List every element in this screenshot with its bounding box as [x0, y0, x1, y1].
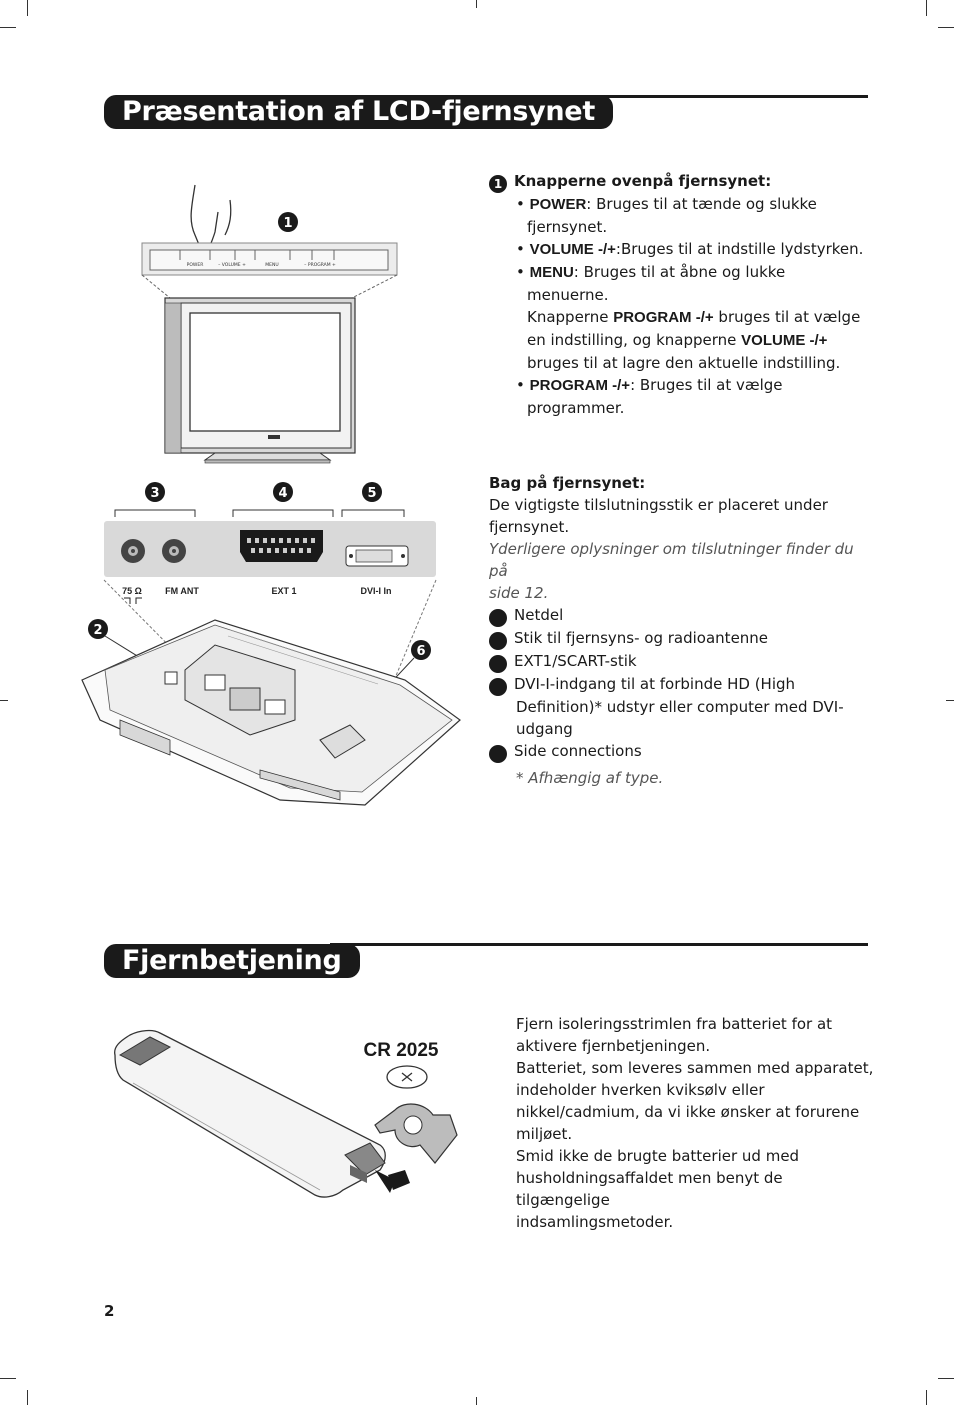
footnote: * Afhængig af type.: [516, 769, 664, 787]
back-heading: Bag på fjernsynet:: [489, 474, 646, 492]
section-title: Fjernbetjening: [104, 944, 360, 978]
svg-text:FM ANT: FM ANT: [165, 586, 199, 596]
list-item-cont: Definition)* udstyr eller computer med D…: [516, 698, 844, 716]
bullet-power: • POWER: Bruges til at tænde og slukke: [516, 195, 817, 213]
callout-6: [411, 640, 431, 660]
back-note: Yderligere oplysninger om tilslutninger …: [489, 540, 854, 580]
bullet-program: • PROGRAM -/+: Bruges til at vælge: [516, 376, 783, 394]
svg-text:6: 6: [416, 644, 425, 659]
tv-illustration: 1 POWER – VOLUME + MENU – PROGRAM + 3 4 …: [81, 184, 461, 806]
section-title: Præsentation af LCD-fjernsynet: [104, 95, 613, 129]
paragraph-line: nikkel/cadmium, da vi ikke ønsker at for…: [516, 1103, 860, 1121]
crop-mark: [476, 1397, 477, 1405]
remote-illustration: CR 2025: [114, 1029, 458, 1198]
crop-mark: [926, 1390, 927, 1405]
callout-3: [145, 482, 165, 502]
bullet-menu-cont-b: en indstilling, og knapperne VOLUME -/+: [527, 331, 828, 349]
bullet-volume: • VOLUME -/+:Bruges til at indstille lyd…: [516, 240, 864, 258]
svg-text:5: 5: [367, 486, 376, 501]
callout-1: [278, 212, 298, 232]
paragraph-line: husholdningsaffaldet men benyt de tilgæn…: [516, 1169, 783, 1209]
svg-text:75 Ω: 75 Ω: [122, 586, 142, 596]
crop-mark: [0, 700, 8, 701]
section-rule: [330, 943, 868, 946]
paragraph-line: miljøet.: [516, 1125, 573, 1143]
paragraph-line: indsamlingsmetoder.: [516, 1213, 674, 1231]
paragraph-line: Batteriet, som leveres sammen med appara…: [516, 1059, 874, 1077]
svg-text:2: 2: [93, 623, 102, 638]
bullet-power-cont: fjernsynet.: [527, 218, 608, 236]
back-intro: fjernsynet.: [489, 518, 570, 536]
svg-text:MENU: MENU: [265, 262, 278, 268]
list-item-cont: udgang: [516, 720, 573, 738]
bullet-menu-cont-a: Knapperne PROGRAM -/+ bruges til at vælg…: [527, 308, 861, 326]
callout-4: [273, 482, 293, 502]
crop-mark: [27, 1390, 28, 1405]
paragraph-line: aktivere fjernbetjeningen.: [516, 1037, 711, 1055]
battery-paragraph: Fjern isoleringsstrimlen fra batteriet f…: [516, 1013, 876, 1233]
svg-text:– PROGRAM +: – PROGRAM +: [304, 262, 336, 268]
callout-2: [88, 619, 108, 639]
bullet-menu-cont-c: bruges til at lagre den aktuelle indstil…: [527, 354, 841, 372]
paragraph-line: Fjern isoleringsstrimlen fra batteriet f…: [516, 1015, 833, 1033]
bullet-menu: • MENU: Bruges til at åbne og lukke menu…: [516, 263, 786, 304]
paragraph-line: indeholder hverken kviksølv eller: [516, 1081, 765, 1099]
back-intro: De vigtigste tilslutningsstik er placere…: [489, 496, 828, 514]
crop-mark: [926, 0, 927, 16]
callout-5: [362, 482, 382, 502]
svg-text:POWER: POWER: [187, 262, 204, 268]
bullet-program-cont: programmer.: [527, 399, 625, 417]
svg-text:3: 3: [150, 486, 159, 501]
paragraph-line: Smid ikke de brugte batterier ud med: [516, 1147, 800, 1165]
battery-label: CR 2025: [364, 1040, 439, 1061]
scart-connector: [240, 530, 323, 562]
remote-body: [114, 1029, 386, 1198]
crop-mark: [476, 0, 477, 8]
crop-mark: [938, 1378, 954, 1379]
page-number: 2: [104, 1302, 115, 1320]
item-number: 1: [489, 175, 507, 193]
svg-text:– VOLUME +: – VOLUME +: [218, 262, 246, 268]
svg-text:DVI-I In: DVI-I In: [361, 586, 392, 596]
back-connections-block: Bag på fjernsynet: De vigtigste tilslutn…: [480, 472, 869, 789]
crop-mark: [938, 27, 954, 28]
crop-mark: [27, 0, 28, 16]
svg-text:EXT 1: EXT 1: [271, 586, 296, 596]
svg-text:1: 1: [283, 216, 292, 231]
back-note: side 12.: [489, 584, 549, 602]
svg-text:4: 4: [278, 486, 287, 501]
crop-mark: [0, 27, 16, 28]
crop-mark: [0, 1378, 16, 1379]
crop-mark: [946, 700, 954, 701]
